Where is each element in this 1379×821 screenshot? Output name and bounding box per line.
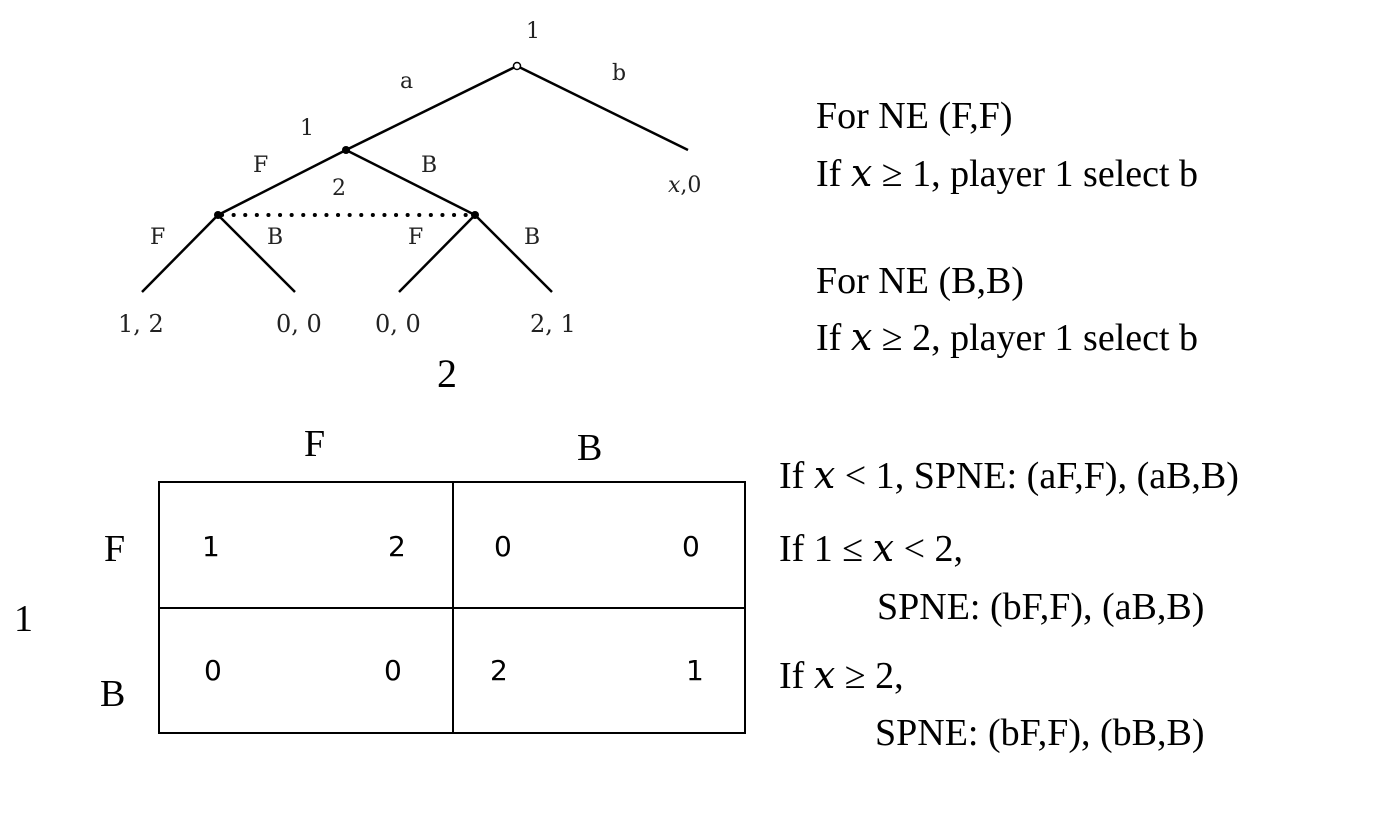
action-a-label: a xyxy=(400,69,413,94)
edge-B-upper xyxy=(345,148,476,217)
ne-ff-title: For NE (F,F) xyxy=(816,95,1013,137)
edge-leaf-1 xyxy=(141,214,219,293)
matrix-row-player: 1 xyxy=(14,598,33,640)
info-node-left xyxy=(214,211,222,219)
cell-BB-p2: 1 xyxy=(686,654,704,687)
payoff-3: 0, 0 xyxy=(375,310,421,338)
game-tree: 1 a b 1 F B 2 x,0 F B F B 1, 2 0, 0 0, 0… xyxy=(118,19,701,338)
payoff-matrix: 1 2 0 0 0 0 2 1 xyxy=(158,481,746,734)
edge-b xyxy=(516,64,689,152)
info-node-right xyxy=(471,211,479,219)
leaf-action-4: B xyxy=(524,225,540,250)
second-node-player-label: 1 xyxy=(300,116,314,141)
info-set-player-label: 2 xyxy=(332,176,346,201)
action-B-upper-label: B xyxy=(421,153,437,178)
cell-BF-p1: 0 xyxy=(204,654,222,687)
matrix-col-header-F: F xyxy=(304,423,326,465)
ne-ff-condition: If x ≥ 1, player 1 select b xyxy=(816,151,1199,195)
ne-bb-condition: If x ≥ 2, player 1 select b xyxy=(816,315,1199,359)
matrix-row-header-F: F xyxy=(104,528,126,570)
leaf-action-3: F xyxy=(408,225,423,250)
action-F-upper-label: F xyxy=(253,153,268,178)
action-b-label: b xyxy=(612,61,626,86)
edge-a xyxy=(345,64,518,152)
cell-BB-p1: 2 xyxy=(490,654,508,687)
payoff-2: 0, 0 xyxy=(276,310,322,338)
cell-FB-p1: 0 xyxy=(494,530,512,563)
payoff-1: 1, 2 xyxy=(118,310,164,338)
spne-case-3-result: SPNE: (bF,F), (bB,B) xyxy=(875,712,1205,754)
root-player-label: 1 xyxy=(526,19,540,44)
ne-bb-title: For NE (B,B) xyxy=(816,260,1024,302)
cell-BF-p2: 0 xyxy=(384,654,402,687)
payoff-4: 2, 1 xyxy=(530,310,576,338)
spne-case-3: If x ≥ 2, xyxy=(779,653,904,697)
spne-case-2: If 1 ≤ x < 2, xyxy=(779,526,964,570)
spne-case-1: If x < 1, SPNE: (aF,F), (aB,B) xyxy=(779,453,1239,497)
edge-leaf-3 xyxy=(398,214,476,293)
edge-leaf-4 xyxy=(474,214,553,293)
outside-payoff: x,0 xyxy=(668,173,701,198)
leaf-action-1: F xyxy=(150,225,165,250)
matrix-horizontal-divider xyxy=(160,607,744,609)
edge-leaf-2 xyxy=(217,214,296,293)
decision-node xyxy=(342,146,350,154)
cell-FF-p2: 2 xyxy=(388,530,406,563)
cell-FB-p2: 0 xyxy=(682,530,700,563)
matrix-column-player: 2 xyxy=(437,351,457,396)
spne-case-2-result: SPNE: (bF,F), (aB,B) xyxy=(877,586,1205,628)
matrix-row-header-B: B xyxy=(100,673,126,715)
matrix-col-header-B: B xyxy=(577,427,603,469)
edge-F-upper xyxy=(217,148,347,217)
cell-FF-p1: 1 xyxy=(202,530,220,563)
root-node xyxy=(512,61,522,71)
leaf-action-2: B xyxy=(267,225,283,250)
